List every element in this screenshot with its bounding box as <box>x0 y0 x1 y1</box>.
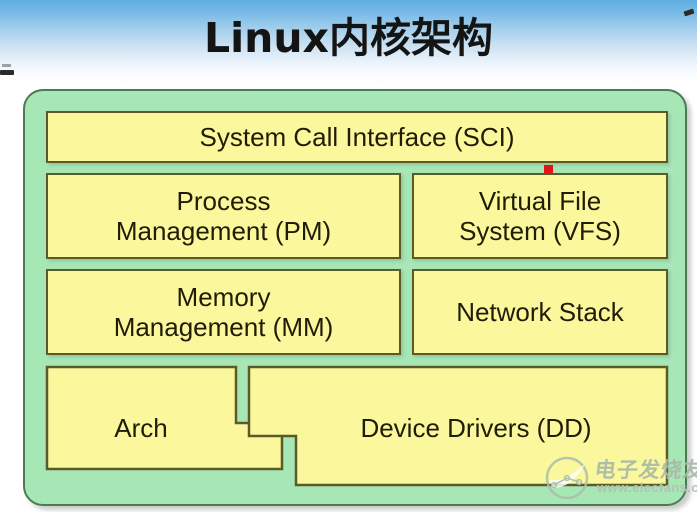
header-banner: Linux内核架构 <box>0 0 697 88</box>
arch-device-drivers-shapes <box>45 365 669 487</box>
virtual-file-system-box: Virtual File System (VFS) <box>412 173 668 259</box>
network-stack-box: Network Stack <box>412 269 668 355</box>
edge-artifact-left-secondary <box>2 64 11 67</box>
virtual-file-system-label-line2: System (VFS) <box>459 216 621 246</box>
process-management-label-line1: Process <box>176 185 271 216</box>
process-management-label-line2: Management (PM) <box>115 216 332 246</box>
memory-management-label-line1: Memory <box>176 281 271 312</box>
process-management-box: Process Management (PM) <box>46 173 401 259</box>
red-marker-icon <box>544 165 553 173</box>
virtual-file-system-label-line1: Virtual File <box>478 185 602 216</box>
device-drivers-shape <box>247 365 669 487</box>
device-drivers-label: Device Drivers (DD) <box>360 413 592 443</box>
memory-management-box: Memory Management (MM) <box>46 269 401 355</box>
system-call-interface-label: System Call Interface (SCI) <box>199 121 515 152</box>
edge-artifact-left <box>0 70 14 75</box>
arch-device-drivers-row: Arch Device Drivers (DD) <box>45 365 669 487</box>
system-call-interface-box: System Call Interface (SCI) <box>46 111 668 163</box>
arch-label: Arch <box>114 413 168 443</box>
memory-management-label-line2: Management (MM) <box>113 312 334 342</box>
network-stack-label: Network Stack <box>456 296 624 327</box>
kernel-panel: System Call Interface (SCI) Process Mana… <box>23 89 687 506</box>
page-title: Linux内核架构 <box>203 14 493 62</box>
